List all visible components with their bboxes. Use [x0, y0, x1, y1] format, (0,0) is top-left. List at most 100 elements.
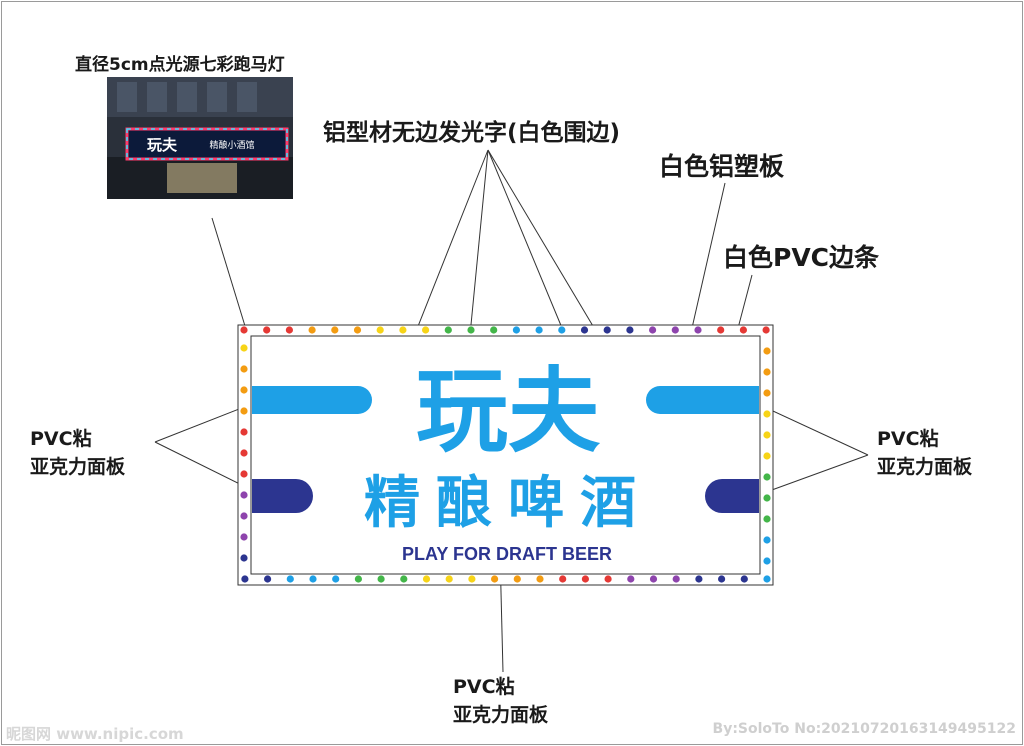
led-dots — [240, 326, 771, 583]
led-dot — [513, 575, 521, 583]
led-dot — [241, 575, 249, 583]
led-dot — [763, 473, 771, 481]
label-pvc-panel-bottom-line1: PVC粘 — [453, 676, 515, 698]
label-pvc-panel-left-line2: 亚克力面板 — [30, 456, 126, 478]
led-dot — [763, 575, 771, 583]
storefront-photo: 玩夫 精酿小酒馆 — [107, 77, 293, 199]
led-dot — [468, 575, 476, 583]
led-dot — [558, 326, 566, 334]
led-dot — [240, 326, 248, 334]
led-dot — [627, 575, 635, 583]
label-pvc-panel-right: PVC粘 亚克力面板 — [877, 425, 972, 481]
led-dot — [603, 326, 611, 334]
led-dot — [353, 326, 362, 334]
leader-text-2 — [469, 149, 489, 336]
label-pvc-panel-bottom: PVC粘 亚克力面板 — [453, 673, 548, 729]
led-dot — [467, 326, 475, 334]
led-dot — [763, 347, 771, 355]
led-dot — [240, 470, 248, 478]
sign-title: 玩夫 — [416, 358, 601, 465]
led-dot — [490, 326, 498, 334]
leader-led — [211, 217, 246, 327]
leader-text-3 — [487, 149, 573, 353]
led-dot — [763, 431, 771, 439]
led-dot — [422, 326, 430, 334]
led-dot — [286, 575, 294, 583]
led-dot — [694, 326, 702, 334]
led-dot — [763, 515, 771, 523]
led-dot — [240, 554, 248, 562]
led-dot — [240, 344, 248, 352]
led-dot — [240, 407, 248, 415]
label-pvc-edge: 白色PVC边条 — [723, 243, 880, 272]
led-dot — [649, 575, 658, 583]
led-dot — [604, 575, 612, 583]
watermark-left: 昵图网 www.nipic.com — [6, 725, 184, 743]
led-dot — [285, 326, 293, 334]
led-dot — [740, 575, 748, 583]
led-dot — [739, 326, 748, 334]
led-dot — [263, 326, 271, 334]
led-dot — [331, 326, 339, 334]
led-dot — [240, 428, 248, 436]
led-dot — [399, 326, 407, 334]
led-dot — [309, 575, 317, 583]
led-dot — [240, 365, 248, 373]
led-dot — [763, 557, 771, 565]
watermark-right: By:SoloTo No:20210720163149495122 — [712, 721, 1016, 737]
led-dot — [718, 575, 726, 583]
photo-logo: 玩夫 — [147, 136, 178, 154]
led-dot — [376, 326, 384, 334]
label-pvc-panel-bottom-line2: 亚克力面板 — [453, 704, 549, 726]
led-dot — [354, 575, 362, 583]
sign-inner-panel — [250, 335, 761, 575]
led-dot — [626, 326, 634, 334]
led-dot — [695, 575, 703, 583]
label-pvc-panel-right-line1: PVC粘 — [877, 428, 939, 450]
led-dot — [536, 575, 544, 583]
label-led-light: 直径5cm点光源七彩跑马灯 — [75, 55, 285, 75]
led-dot — [580, 326, 589, 334]
led-dot — [763, 452, 771, 460]
led-dot — [559, 575, 567, 583]
sign-english: PLAY FOR DRAFT BEER — [402, 544, 612, 564]
label-pvc-panel-right-line2: 亚克力面板 — [877, 456, 973, 478]
label-pvc-panel-left-line1: PVC粘 — [30, 428, 92, 450]
label-aluminum-board: 白色铝塑板 — [659, 152, 785, 181]
led-dot — [308, 326, 316, 334]
leader-right-b — [757, 454, 869, 496]
label-luminous-text: 铝型材无边发光字(白色围边) — [323, 120, 621, 146]
left-blue-bar — [252, 386, 372, 414]
sign-subtitle: 精酿啤酒 — [364, 471, 652, 536]
led-dot — [422, 575, 431, 583]
led-dot — [445, 575, 453, 583]
led-dot — [672, 575, 680, 583]
led-dot — [763, 494, 771, 502]
leader-right-a — [759, 404, 869, 456]
led-dot — [332, 575, 340, 583]
led-dot — [763, 536, 771, 544]
right-blue-bar — [646, 386, 759, 414]
led-dot — [581, 575, 590, 583]
led-dot — [671, 326, 679, 334]
photo-shop-name: 精酿小酒馆 — [209, 139, 254, 151]
led-dot — [491, 575, 499, 583]
led-dot — [240, 449, 248, 457]
led-dot — [264, 575, 272, 583]
led-dot — [763, 389, 771, 397]
led-dot — [240, 533, 248, 541]
leader-pvc-edge — [736, 274, 753, 333]
led-dot — [240, 512, 248, 520]
led-dot — [762, 326, 770, 334]
left-navy-cap — [252, 479, 313, 513]
led-dot — [763, 410, 771, 418]
led-dot — [763, 368, 771, 376]
led-dot — [400, 575, 408, 583]
label-pvc-panel-left: PVC粘 亚克力面板 — [30, 425, 125, 481]
led-dot — [535, 326, 543, 334]
led-dot — [240, 491, 248, 499]
led-dot — [377, 575, 385, 583]
right-navy-cap — [705, 479, 759, 513]
